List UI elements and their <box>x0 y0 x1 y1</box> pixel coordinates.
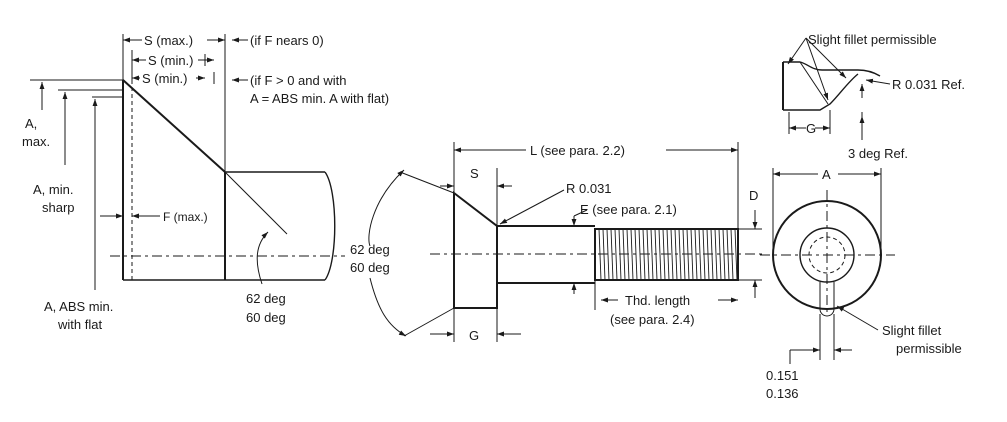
thd-length-label-line2: (see para. 2.4) <box>610 312 695 327</box>
center-angle-label-line2: 60 deg <box>350 260 390 275</box>
fillet-detail-view: Slight fillet permissible R 0.031 Ref. 3… <box>782 32 965 161</box>
if-f-gt-0-label-line1: (if F > 0 and with <box>250 73 346 88</box>
end-a-label: A <box>822 167 831 182</box>
shank-break-line <box>324 171 336 281</box>
thread-line <box>734 228 738 281</box>
detail-slight-fillet-label: Slight fillet permissible <box>808 32 937 47</box>
thread-line <box>670 228 674 281</box>
head-profile-view: S (max.) (if F nears 0) S (min.) S (min.… <box>22 33 389 332</box>
thread-line <box>650 228 654 281</box>
thread-line <box>630 228 634 281</box>
s-min-label-b: S (min.) <box>142 71 188 86</box>
a-min-sharp-label-line2: sharp <box>42 200 75 215</box>
slot-dim-line1: 0.151 <box>766 368 799 383</box>
end-slight-fillet-line1: Slight fillet <box>882 323 942 338</box>
s-label: S <box>470 166 479 181</box>
detail-top-edge <box>783 61 881 77</box>
a-min-sharp-label-line1: A, min. <box>33 182 73 197</box>
bolt-side-view: L (see para. 2.2) S R 0.031 E (see para.… <box>350 142 765 343</box>
head-taper-line <box>122 79 226 173</box>
detail-lower-edge <box>783 73 859 111</box>
thd-length-label-line1: Thd. length <box>625 293 690 308</box>
bolt-head-outline <box>453 190 498 309</box>
slot-end <box>819 308 835 317</box>
end-slight-fillet-line2: permissible <box>896 341 962 356</box>
a-max-label-line2: max. <box>22 134 50 149</box>
r-label: R 0.031 <box>566 181 612 196</box>
e-label: E (see para. 2.1) <box>580 202 677 217</box>
left-angle-label-line2: 60 deg <box>246 310 286 325</box>
thread-line <box>614 228 618 281</box>
bolt-end-view: A Slight fillet permissible 0.151 0.136 <box>760 167 962 401</box>
thread-line <box>678 228 682 281</box>
slot-dim-line2: 0.136 <box>766 386 799 401</box>
thread-line <box>714 228 718 281</box>
three-deg-ref-label: 3 deg Ref. <box>848 146 908 161</box>
f-max-label: F (max.) <box>163 210 208 224</box>
thread-line <box>698 228 702 281</box>
s-max-label: S (max.) <box>144 33 193 48</box>
if-f-gt-0-label-line2: A = ABS min. A with flat) <box>250 91 389 106</box>
angle-leader-line <box>224 171 288 235</box>
thread-line <box>658 228 662 281</box>
left-angle-label-line1: 62 deg <box>246 291 286 306</box>
d-label: D <box>749 188 758 203</box>
a-abs-min-label-line2: with flat <box>57 317 102 332</box>
s-min-label-a: S (min.) <box>148 53 194 68</box>
l-label: L (see para. 2.2) <box>530 143 625 158</box>
a-abs-min-label-line1: A, ABS min. <box>44 299 113 314</box>
g-label: G <box>469 328 479 343</box>
a-max-label-line1: A, <box>25 116 37 131</box>
r-ref-label: R 0.031 Ref. <box>892 77 965 92</box>
detail-g-label: G <box>806 121 816 136</box>
if-f-nears-0-label: (if F nears 0) <box>250 33 324 48</box>
center-angle-label-line1: 62 deg <box>350 242 390 257</box>
